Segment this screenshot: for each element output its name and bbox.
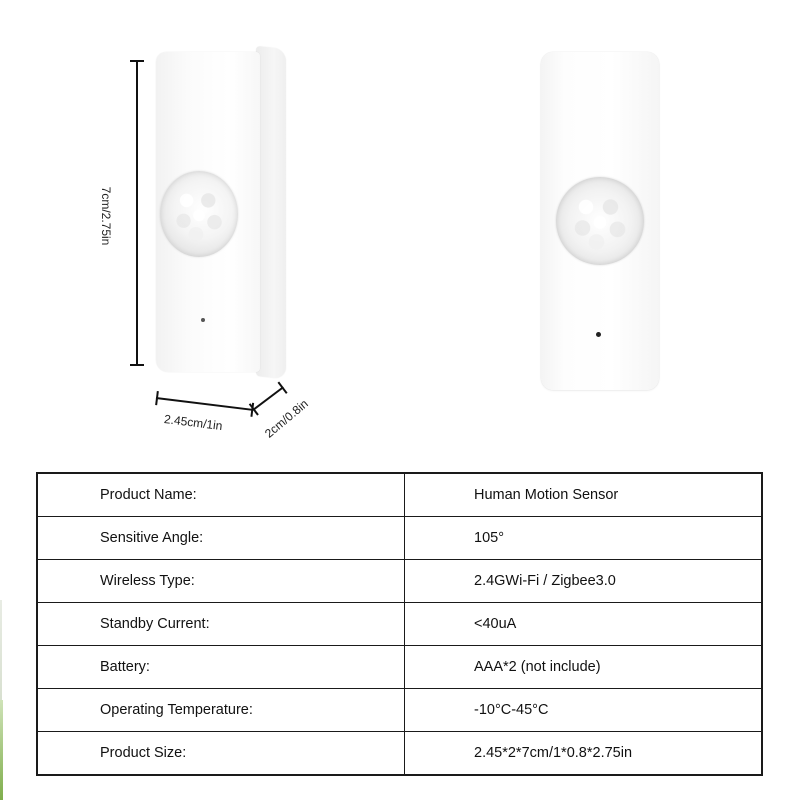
sensor-angled-image (156, 46, 286, 380)
pir-lens-icon (160, 171, 238, 257)
table-row: Product Size: 2.45*2*7cm/1*0.8*2.75in (36, 731, 763, 776)
spec-label: Sensitive Angle: (36, 516, 405, 560)
spec-value: <40uA (404, 602, 763, 646)
indicator-led-icon (201, 318, 205, 322)
height-dimension-line (130, 60, 144, 366)
spec-label: Standby Current: (36, 602, 405, 646)
table-row: Sensitive Angle: 105° (36, 516, 763, 560)
height-dimension-label: 7cm/2.75in (99, 186, 113, 246)
pir-lens-icon (556, 177, 644, 265)
depth-dimension-line (252, 386, 284, 411)
spec-label: Product Name: (36, 472, 405, 517)
spec-value: 2.4GWi-Fi / Zigbee3.0 (404, 559, 763, 603)
edge-strip-green (0, 700, 3, 800)
spec-value: Human Motion Sensor (404, 472, 763, 517)
edge-strip (0, 600, 2, 700)
lens-facets (167, 179, 231, 249)
width-dimension-label: 2.45cm/1in (163, 412, 224, 434)
table-row: Standby Current: <40uA (36, 602, 763, 646)
depth-dimension-label: 2cm/0.8in (262, 396, 311, 441)
table-row: Operating Temperature: -10°C-45°C (36, 688, 763, 732)
spec-value: AAA*2 (not include) (404, 645, 763, 689)
spec-table: Product Name: Human Motion Sensor Sensit… (36, 472, 763, 776)
table-row: Battery: AAA*2 (not include) (36, 645, 763, 689)
spec-label: Battery: (36, 645, 405, 689)
sensor-side-face (256, 46, 286, 380)
spec-value: -10°C-45°C (404, 688, 763, 732)
lens-facets (564, 185, 636, 257)
spec-label: Wireless Type: (36, 559, 405, 603)
spec-label: Operating Temperature: (36, 688, 405, 732)
spec-label: Product Size: (36, 731, 405, 776)
width-dimension-line (155, 397, 254, 411)
sensor-front-image (541, 52, 659, 390)
table-row: Product Name: Human Motion Sensor (36, 472, 763, 517)
spec-value: 2.45*2*7cm/1*0.8*2.75in (404, 731, 763, 776)
indicator-led-icon (596, 332, 601, 337)
table-row: Wireless Type: 2.4GWi-Fi / Zigbee3.0 (36, 559, 763, 603)
spec-value: 105° (404, 516, 763, 560)
